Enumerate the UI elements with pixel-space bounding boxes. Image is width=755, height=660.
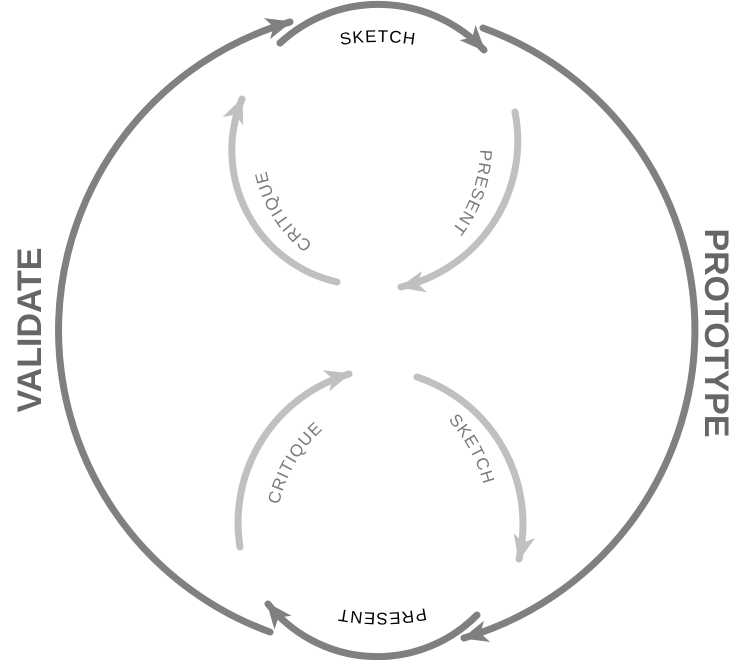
outer-arrow-sketch xyxy=(276,0,488,54)
lower-critique-label: CRITIQUE xyxy=(264,418,326,506)
upper-present-arrow xyxy=(397,108,522,293)
upper-critique-text: CRITIQUE xyxy=(251,169,314,256)
lower-sketch-label: SKETCH xyxy=(445,410,498,486)
outer-sketch-label: SKETCH xyxy=(339,27,418,49)
validate-phase-label: VALIDATE xyxy=(11,248,49,413)
upper-critique-label: CRITIQUE xyxy=(251,169,315,256)
outer-present-text: PRESENT xyxy=(336,604,427,627)
prototype-phase-label: PROTOTYPE xyxy=(697,228,735,437)
lower-sketch-text: SKETCH xyxy=(445,410,497,486)
outer-sketch-text: SKETCH xyxy=(339,27,417,49)
outer-present-label: PRESENT xyxy=(336,604,428,627)
upper-critique-arrow xyxy=(222,95,341,286)
outer-arrow-present xyxy=(264,600,481,660)
lower-sketch-arrow xyxy=(413,373,536,563)
outer-arrow-validate xyxy=(55,18,294,636)
lower-critique-arrow xyxy=(234,370,353,551)
outer-arrow-prototype xyxy=(460,24,699,642)
lower-critique-text: CRITIQUE xyxy=(264,418,325,506)
